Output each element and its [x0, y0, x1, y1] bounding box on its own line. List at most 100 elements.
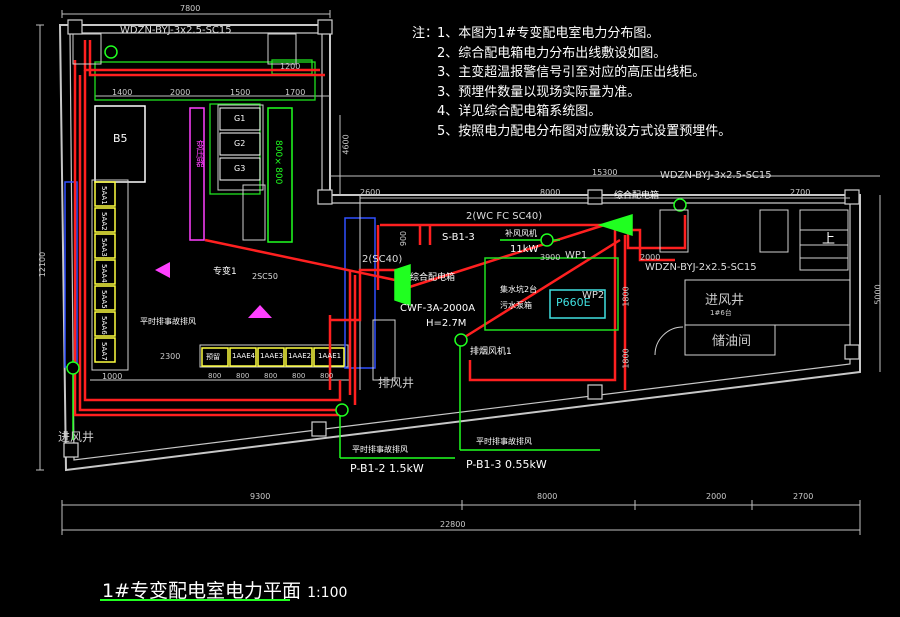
cab-5aa3: 5AA3 [100, 238, 108, 257]
cable-wp2: WP2 [582, 290, 605, 301]
label-p-b1-2: P-B1-2 1.5kW [350, 462, 424, 475]
dim-5000: 5000 [873, 284, 883, 305]
cab-5aa4: 5AA4 [100, 264, 108, 283]
title-main: 1#专变配电室电力平面 [102, 580, 302, 602]
columns [63, 19, 860, 458]
dim-1800b: 1800 [621, 348, 631, 369]
label-intake-left: 进风井 [58, 430, 95, 444]
dim-1200: 1200 [280, 62, 301, 71]
cable-top-right: WDZN-BYJ-3x2.5-SC15 [660, 170, 772, 181]
doors [72, 33, 789, 356]
dim-left: 12100 [38, 251, 48, 278]
label-height: H=2.7M [426, 318, 467, 329]
fan-markers [66, 45, 687, 417]
dim-8000: 8000 [540, 188, 561, 197]
dim-bot-total: 22800 [440, 520, 466, 529]
label-fire-fan: 排烟风机1 [470, 347, 512, 357]
cable-top-left: WDZN-BYJ-3x2.5-SC15 [120, 25, 232, 36]
notes-prefix: 注： [412, 26, 439, 41]
airflow-arrows [155, 262, 272, 318]
dim-2700: 2700 [790, 188, 811, 197]
cab-5aa5: 5AA5 [100, 290, 108, 309]
label-cwf: CWF-3A-2000A [400, 303, 476, 314]
label-intake-right: 进风井 [705, 293, 745, 308]
cab-5aa6: 5AA6 [100, 316, 108, 335]
pump-box [549, 289, 606, 319]
notes-block: 注： [412, 24, 438, 43]
label-fan-s: S-B1-3 [442, 232, 475, 243]
label-pump-1: 集水坑2台 [500, 285, 538, 294]
dim-1700: 1700 [285, 88, 306, 97]
dim-2600: 2600 [360, 188, 381, 197]
note-2: 2、综合配电箱电力分布出线敷设如图。 [437, 45, 667, 61]
note-6: 5、按照电力配电分布图对应敷设方式设置预埋件。 [437, 123, 732, 139]
label-duct-2: 平时排事故排风 [352, 445, 408, 454]
cab-g2: G2 [234, 139, 246, 148]
panel-reserve: 预留 [206, 353, 220, 361]
note-1: 1、本图为1#专变配电室电力分布图。 [437, 26, 660, 41]
cab-5aa1: 5AA1 [100, 186, 108, 205]
label-pump-box: P660E [556, 296, 591, 309]
dim-top: 7800 [180, 4, 201, 13]
dim-lines [36, 10, 881, 535]
label-fan-s-kw: 11kW [510, 244, 539, 255]
label-duct-1: 平时排事故排风 [140, 317, 196, 326]
label-p-b1-3: P-B1-3 0.55kW [466, 458, 547, 471]
dim-1800a: 1800 [621, 286, 631, 307]
label-zonghe-1: 综合配电箱 [410, 273, 456, 283]
dim-2000: 2000 [170, 88, 191, 97]
dim-bot-2700: 2700 [793, 492, 814, 501]
cab-5aa2: 5AA2 [100, 212, 108, 231]
dim-900: 900 [399, 230, 409, 247]
transformer-region [64, 104, 376, 390]
right-rooms [372, 209, 851, 381]
cab-g1: G1 [234, 114, 246, 123]
dim-1500: 1500 [230, 88, 251, 97]
dim-1000: 1000 [102, 372, 123, 381]
dim-bot-2000: 2000 [706, 492, 727, 501]
cable-sc40: 2(SC40) [362, 254, 403, 265]
note-4: 3、预埋件数量以现场实际量为准。 [437, 84, 641, 100]
note-5: 4、详见综合配电箱系统图。 [437, 104, 602, 119]
label-pump-2: 污水泵箱 [500, 301, 532, 310]
label-small-box: 1#6台 [710, 309, 732, 317]
dim-1400: 1400 [112, 88, 133, 97]
panel-1aae3: 1AAE3 [260, 352, 284, 360]
title-scale: 1:100 [307, 585, 348, 601]
dim-4600: 4600 [341, 134, 351, 155]
label-zonghe-2: 综合配电箱 [614, 191, 660, 201]
red-cables [73, 40, 687, 417]
cab-g3: G3 [234, 164, 246, 173]
dim-bot-9300: 9300 [250, 492, 271, 501]
dim-2300: 2300 [160, 352, 181, 361]
left-cabinets [94, 181, 116, 363]
panel-dim-1: 800 [208, 372, 222, 380]
panel-1aae4: 1AAE4 [232, 352, 256, 360]
drawing-title: 1#专变配电室电力平面 1:100 [102, 576, 347, 603]
label-stair-up: 上 [822, 232, 836, 247]
dim-3900: 3900 [540, 253, 561, 262]
panel-dim-2: 800 [236, 372, 250, 380]
label-fan-s-sub: 补风风机 [505, 229, 537, 238]
cable-wp1: WP1 [565, 250, 588, 261]
cable-sc50: 2SC50 [252, 272, 278, 281]
cable-wc-fc: 2(WC FC SC40) [466, 211, 543, 222]
panel-1aae1: 1AAE1 [318, 352, 342, 360]
green-lines [72, 213, 633, 459]
equip-transformer: 变压器 [194, 140, 204, 167]
panel-dim-4: 800 [292, 372, 306, 380]
notes-lines: 1、本图为1#专变配电室电力分布图。 2、综合配电箱电力分布出线敷设如图。 3、… [437, 24, 731, 141]
label-exhaust-shaft: 排风井 [378, 376, 415, 390]
cab-5aa7: 5AA7 [100, 342, 108, 361]
dim-2000r: 2000 [640, 253, 661, 262]
panel-dim-5: 800 [320, 372, 334, 380]
equip-b5: B5 [113, 132, 128, 145]
bottom-panels [201, 347, 345, 367]
dim-bot-8000: 8000 [537, 492, 558, 501]
note-3: 3、主变超温报警信号引至对应的高压出线柜。 [437, 65, 706, 80]
label-duct-3: 平时排事故排风 [476, 437, 532, 446]
label-oil-room: 储油间 [712, 334, 752, 349]
label-zhuanbian: 专变1 [213, 267, 237, 277]
